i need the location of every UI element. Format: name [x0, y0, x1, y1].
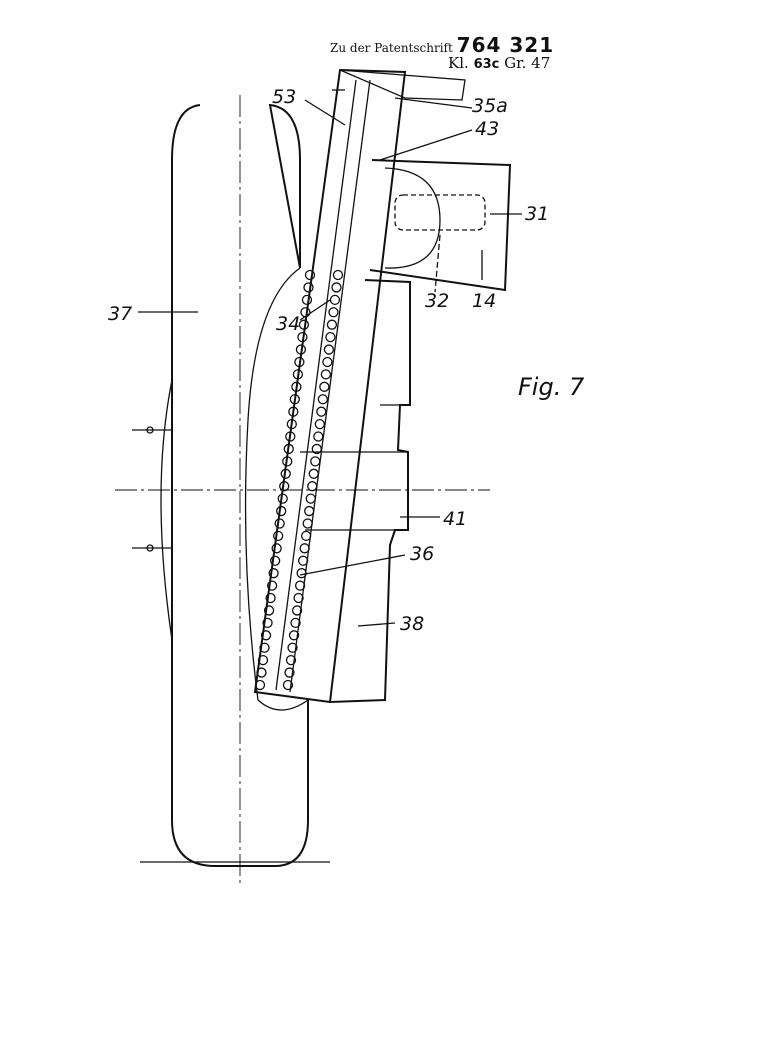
label-34: 34	[276, 313, 300, 335]
spring-coil	[297, 555, 309, 566]
wheel-tire	[132, 103, 309, 867]
compression-spring	[254, 269, 344, 691]
spring-coil	[265, 592, 276, 604]
spring-coil	[302, 518, 313, 529]
patent-class: Kl. 63c Gr. 47	[448, 54, 550, 72]
spring-coil	[260, 630, 272, 641]
spring-coil	[266, 580, 278, 591]
spring-coil	[285, 431, 296, 442]
label-38: 38	[400, 613, 424, 635]
group: Gr. 47	[504, 54, 551, 72]
spring-coil	[263, 605, 275, 616]
spring-coil	[303, 282, 314, 293]
body-blocks	[300, 279, 411, 703]
spring-coil	[292, 369, 304, 380]
spring-coil	[331, 282, 342, 293]
spring-coil	[285, 655, 297, 666]
spring-coil	[254, 679, 266, 691]
spring-coil	[291, 381, 302, 392]
spring-coil	[269, 555, 281, 566]
spring-coil	[326, 319, 338, 330]
spring-coil	[282, 679, 294, 691]
spring-coil	[287, 642, 298, 653]
spring-coil	[311, 443, 322, 455]
patent-prefix: Zu der Patentschrift	[330, 41, 453, 55]
spring-coil	[317, 394, 328, 405]
spring-coil	[289, 394, 300, 405]
spring-coil	[291, 605, 303, 616]
spring-coil	[282, 456, 293, 467]
spring-coil	[304, 269, 316, 281]
patent-reference: Zu der Patentschrift 764 321	[330, 33, 554, 57]
spring-coil	[310, 456, 321, 467]
spring-coil	[283, 443, 294, 455]
spring-coil	[290, 617, 301, 629]
spring-coil	[273, 530, 284, 542]
cutaway-edge	[244, 267, 309, 711]
spring-coil	[299, 543, 310, 554]
spring-coil	[316, 406, 327, 417]
label-41: 41	[443, 508, 467, 530]
spring-coil	[322, 356, 333, 368]
spring-coil	[301, 530, 312, 542]
label-35a: 35a	[472, 95, 508, 117]
lamp-housing	[369, 159, 512, 293]
spring-coil	[301, 294, 313, 305]
spring-coil	[279, 481, 290, 492]
spring-coil	[257, 655, 269, 666]
spring-coil	[268, 568, 279, 579]
hub-disc	[160, 379, 173, 641]
label-36: 36	[410, 543, 434, 565]
class-prefix: Kl.	[448, 54, 469, 72]
spring-coil	[286, 418, 297, 430]
spring-coil	[307, 481, 318, 492]
spring-coil	[314, 418, 325, 430]
patent-number: 764 321	[456, 33, 555, 57]
spring-coil	[277, 493, 288, 504]
leader-lines	[138, 97, 522, 627]
figure-title: Fig. 7	[518, 373, 585, 401]
spring-coil	[293, 592, 304, 604]
spring-coil	[298, 319, 310, 330]
spring-coil	[284, 667, 295, 678]
spring-coil	[271, 543, 282, 554]
spring-coil	[296, 568, 307, 579]
spring-coil	[276, 505, 287, 517]
spring-coil	[320, 369, 332, 380]
spring-coil	[319, 381, 330, 392]
spring-coil	[313, 431, 324, 442]
spring-coil	[308, 468, 319, 479]
spring-coil	[325, 331, 336, 343]
spring-coil	[304, 505, 315, 517]
spring-coil	[295, 344, 307, 355]
spring-coil	[288, 630, 300, 641]
spring-coil	[305, 493, 316, 504]
spring-coil	[294, 580, 306, 591]
spring-coil	[323, 344, 335, 355]
label-37: 37	[108, 303, 132, 325]
spring-coil	[280, 468, 291, 479]
label-32: 32	[425, 290, 449, 312]
label-53: 53	[272, 86, 296, 108]
label-43: 43	[475, 118, 499, 140]
spring-coil	[259, 642, 270, 653]
spring-coil	[288, 406, 299, 417]
spring-coil	[329, 294, 341, 305]
spring-coil	[274, 518, 285, 529]
spring-coil	[332, 269, 344, 281]
spring-housing	[253, 68, 466, 704]
label-31: 31	[525, 203, 549, 225]
class-value: 63c	[473, 57, 500, 72]
spring-coil	[256, 667, 267, 678]
spring-coil	[328, 307, 339, 318]
label-14: 14	[472, 290, 496, 312]
spring-coil	[262, 617, 273, 629]
spring-coil	[297, 331, 308, 343]
spring-coil	[294, 356, 305, 368]
